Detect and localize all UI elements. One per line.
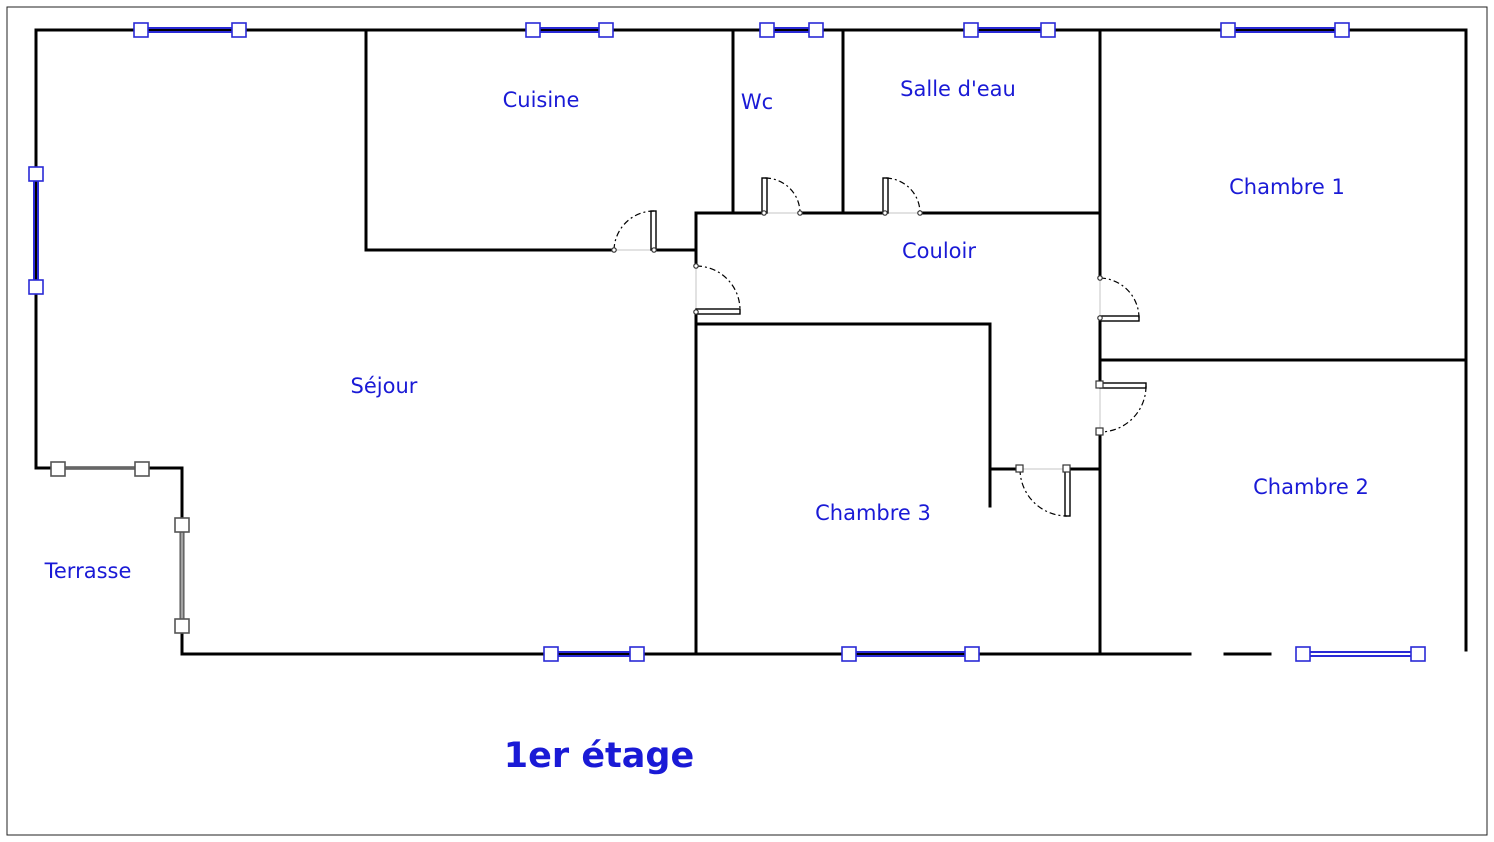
room-label-terrasse: Terrasse: [44, 559, 132, 583]
window-chambre-1: [1220, 22, 1350, 38]
floor-title: 1er étage: [504, 736, 694, 776]
window-wc: [759, 22, 824, 38]
door-sejour: [693, 263, 741, 315]
window-sejour-bottom: [543, 646, 645, 662]
room-label-wc: Wc: [741, 90, 773, 114]
door-wc: [761, 177, 803, 216]
door-cuisine: [611, 210, 657, 253]
room-label-chambre-3: Chambre 3: [815, 501, 931, 525]
room-label-sejour: Séjour: [351, 374, 418, 398]
door-chambre-2: [1095, 380, 1147, 436]
window-cuisine: [525, 22, 614, 38]
door-chambre-3: [1015, 464, 1071, 517]
window-chambre-2: [1295, 646, 1426, 662]
door-gaps: [181, 212, 1101, 625]
room-label-chambre-1: Chambre 1: [1229, 175, 1345, 199]
image-frame: [6, 6, 1488, 836]
room-label-salle-d-eau: Salle d'eau: [900, 77, 1016, 101]
window-chambre-3: [841, 646, 980, 662]
room-label-cuisine: Cuisine: [503, 88, 580, 112]
room-label-chambre-2: Chambre 2: [1253, 475, 1369, 499]
room-label-couloir: Couloir: [902, 239, 976, 263]
door-salle-d-eau: [882, 177, 923, 216]
window-sejour-left: [28, 166, 44, 295]
window-salle-d-eau: [963, 22, 1056, 38]
window-terrasse-top: [50, 461, 150, 477]
walls: [34, 28, 1468, 656]
door-chambre-1: [1097, 275, 1140, 322]
window-terrasse-side: [174, 517, 190, 634]
window-sejour-top: [133, 22, 247, 38]
